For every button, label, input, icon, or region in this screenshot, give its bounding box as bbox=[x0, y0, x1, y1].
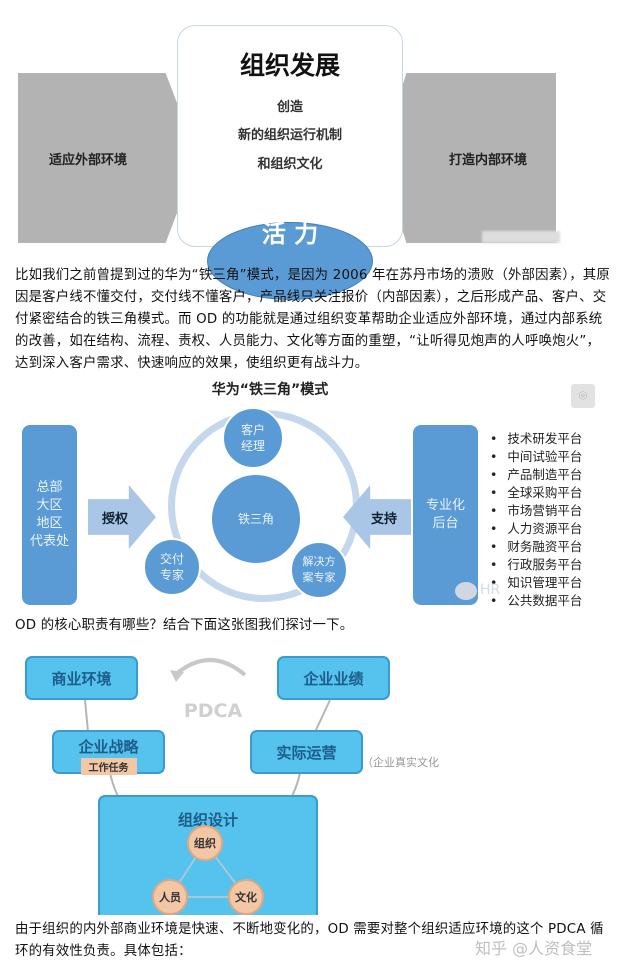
pdca-label: PDCA bbox=[183, 700, 243, 722]
center-line-1: 创造 bbox=[276, 100, 303, 115]
platform-item: 财务融资平台 bbox=[490, 538, 582, 556]
adapt-external-label: 适应外部环境 bbox=[48, 152, 127, 168]
strategy-box: 企业战略 工作任务 bbox=[52, 730, 165, 775]
wechat-icon bbox=[455, 582, 477, 600]
delivery-expert-label: 交付 专家 bbox=[159, 552, 184, 582]
paragraph-huawei-example: 比如我们之前曾提到过的华为“铁三角”模式，是因为 2006 年在苏丹市场的溃败（… bbox=[15, 268, 610, 371]
org-development-figure: 适应外部环境 打造内部环境 组织发展 创造 新的组织运行机制 和组织文化 保持 … bbox=[0, 0, 620, 300]
culture-circle: 文化 bbox=[228, 879, 264, 915]
org-design-label: 组织设计 bbox=[177, 811, 238, 829]
blurred-watermark bbox=[482, 231, 560, 243]
platform-item: 中间试验平台 bbox=[490, 448, 582, 466]
operations-label: 实际运营 bbox=[276, 743, 337, 762]
authorize-arrow: 授权 bbox=[88, 485, 156, 549]
performance-box: 企业业绩 bbox=[277, 656, 390, 700]
culture-label: 文化 bbox=[235, 891, 257, 904]
platform-item: 全球采购平台 bbox=[490, 484, 582, 502]
platform-item: 知识管理平台 bbox=[490, 574, 582, 592]
paragraph-pdca: 由于组织的内外部商业环境是快速、不断地变化的，OD 需要对整个组织适应环境的这个… bbox=[15, 922, 604, 959]
build-internal-arrow: 打造内部环境 bbox=[380, 73, 556, 243]
strategy-label: 企业战略 bbox=[78, 738, 139, 756]
iron-triangle-figure: 华为“铁三角”模式 ⌾ 总部 大区 地区 代表处 授权 客户 经理 铁三角 交付… bbox=[0, 375, 620, 610]
delivery-expert-circle: 交付 专家 bbox=[143, 538, 201, 596]
culture-note: （企业真实文化 bbox=[362, 756, 439, 769]
figure2-title: 华为“铁三角”模式 bbox=[211, 382, 329, 398]
people-circle: 人员 bbox=[152, 879, 188, 915]
vitality-ellipse bbox=[207, 222, 373, 300]
platform-item: 市场营销平台 bbox=[490, 502, 582, 520]
solution-expert-circle: 解决方 案专家 bbox=[290, 541, 348, 599]
adapt-external-arrow: 适应外部环境 bbox=[18, 73, 198, 243]
scan-icon[interactable]: ⌾ bbox=[571, 384, 595, 408]
cycle-arrowhead bbox=[170, 670, 184, 682]
pdca-figure: 商业环境 企业业绩 PDCA 企业战略 工作任务 实际运营 （企业真实文化 组织… bbox=[0, 640, 620, 915]
platform-item: 人力资源平台 bbox=[490, 520, 582, 538]
headquarters-box: 总部 大区 地区 代表处 bbox=[22, 425, 77, 605]
support-label: 支持 bbox=[370, 511, 397, 527]
vitality-line-1: 保持 bbox=[266, 190, 314, 218]
org-triangle-lines bbox=[168, 841, 249, 898]
org-circle: 组织 bbox=[187, 825, 223, 861]
vitality-line-2: 活 力 bbox=[261, 220, 319, 248]
people-label: 人员 bbox=[159, 891, 181, 904]
solution-expert-label: 解决方 案专家 bbox=[302, 555, 336, 584]
platform-list: 技术研发平台 中间试验平台 产品制造平台 全球采购平台 市场营销平台 人力资源平… bbox=[490, 430, 582, 610]
operations-box: 实际运营 bbox=[250, 730, 363, 774]
platform-item: 产品制造平台 bbox=[490, 466, 582, 484]
backend-label: 专业化 后台 bbox=[425, 498, 465, 531]
center-line-2: 新的组织运行机制 bbox=[237, 128, 342, 143]
iron-triangle-label: 铁三角 bbox=[237, 512, 274, 526]
platform-item: 行政服务平台 bbox=[490, 556, 582, 574]
platform-item: 公共数据平台 bbox=[490, 592, 582, 610]
iron-triangle-center: 铁三角 bbox=[210, 473, 302, 565]
cycle-arrow bbox=[173, 658, 247, 677]
center-line-3: 和组织文化 bbox=[257, 157, 323, 172]
business-env-box: 商业环境 bbox=[25, 656, 138, 700]
business-env-label: 商业环境 bbox=[51, 669, 112, 688]
customer-manager-circle: 客户 经理 bbox=[222, 407, 284, 469]
performance-label: 企业业绩 bbox=[303, 669, 364, 688]
platform-item: 技术研发平台 bbox=[490, 430, 582, 448]
paragraph-od-question: OD 的核心职责有哪些？结合下面这张图我们探讨一下。 bbox=[15, 618, 354, 633]
backend-box: 专业化 后台 bbox=[413, 425, 478, 605]
zhihu-watermark: 知乎 @人资食堂 bbox=[475, 939, 593, 958]
authorize-label: 授权 bbox=[101, 511, 128, 527]
center-title: 组织发展 bbox=[239, 51, 340, 80]
org-label: 组织 bbox=[194, 837, 216, 850]
build-internal-label: 打造内部环境 bbox=[448, 152, 527, 168]
task-tag: 工作任务 bbox=[80, 758, 137, 775]
headquarters-label: 总部 大区 地区 代表处 bbox=[29, 480, 69, 549]
customer-manager-label: 客户 经理 bbox=[240, 423, 265, 453]
center-box bbox=[177, 25, 403, 247]
figure2-watermark: HR bbox=[480, 582, 501, 598]
